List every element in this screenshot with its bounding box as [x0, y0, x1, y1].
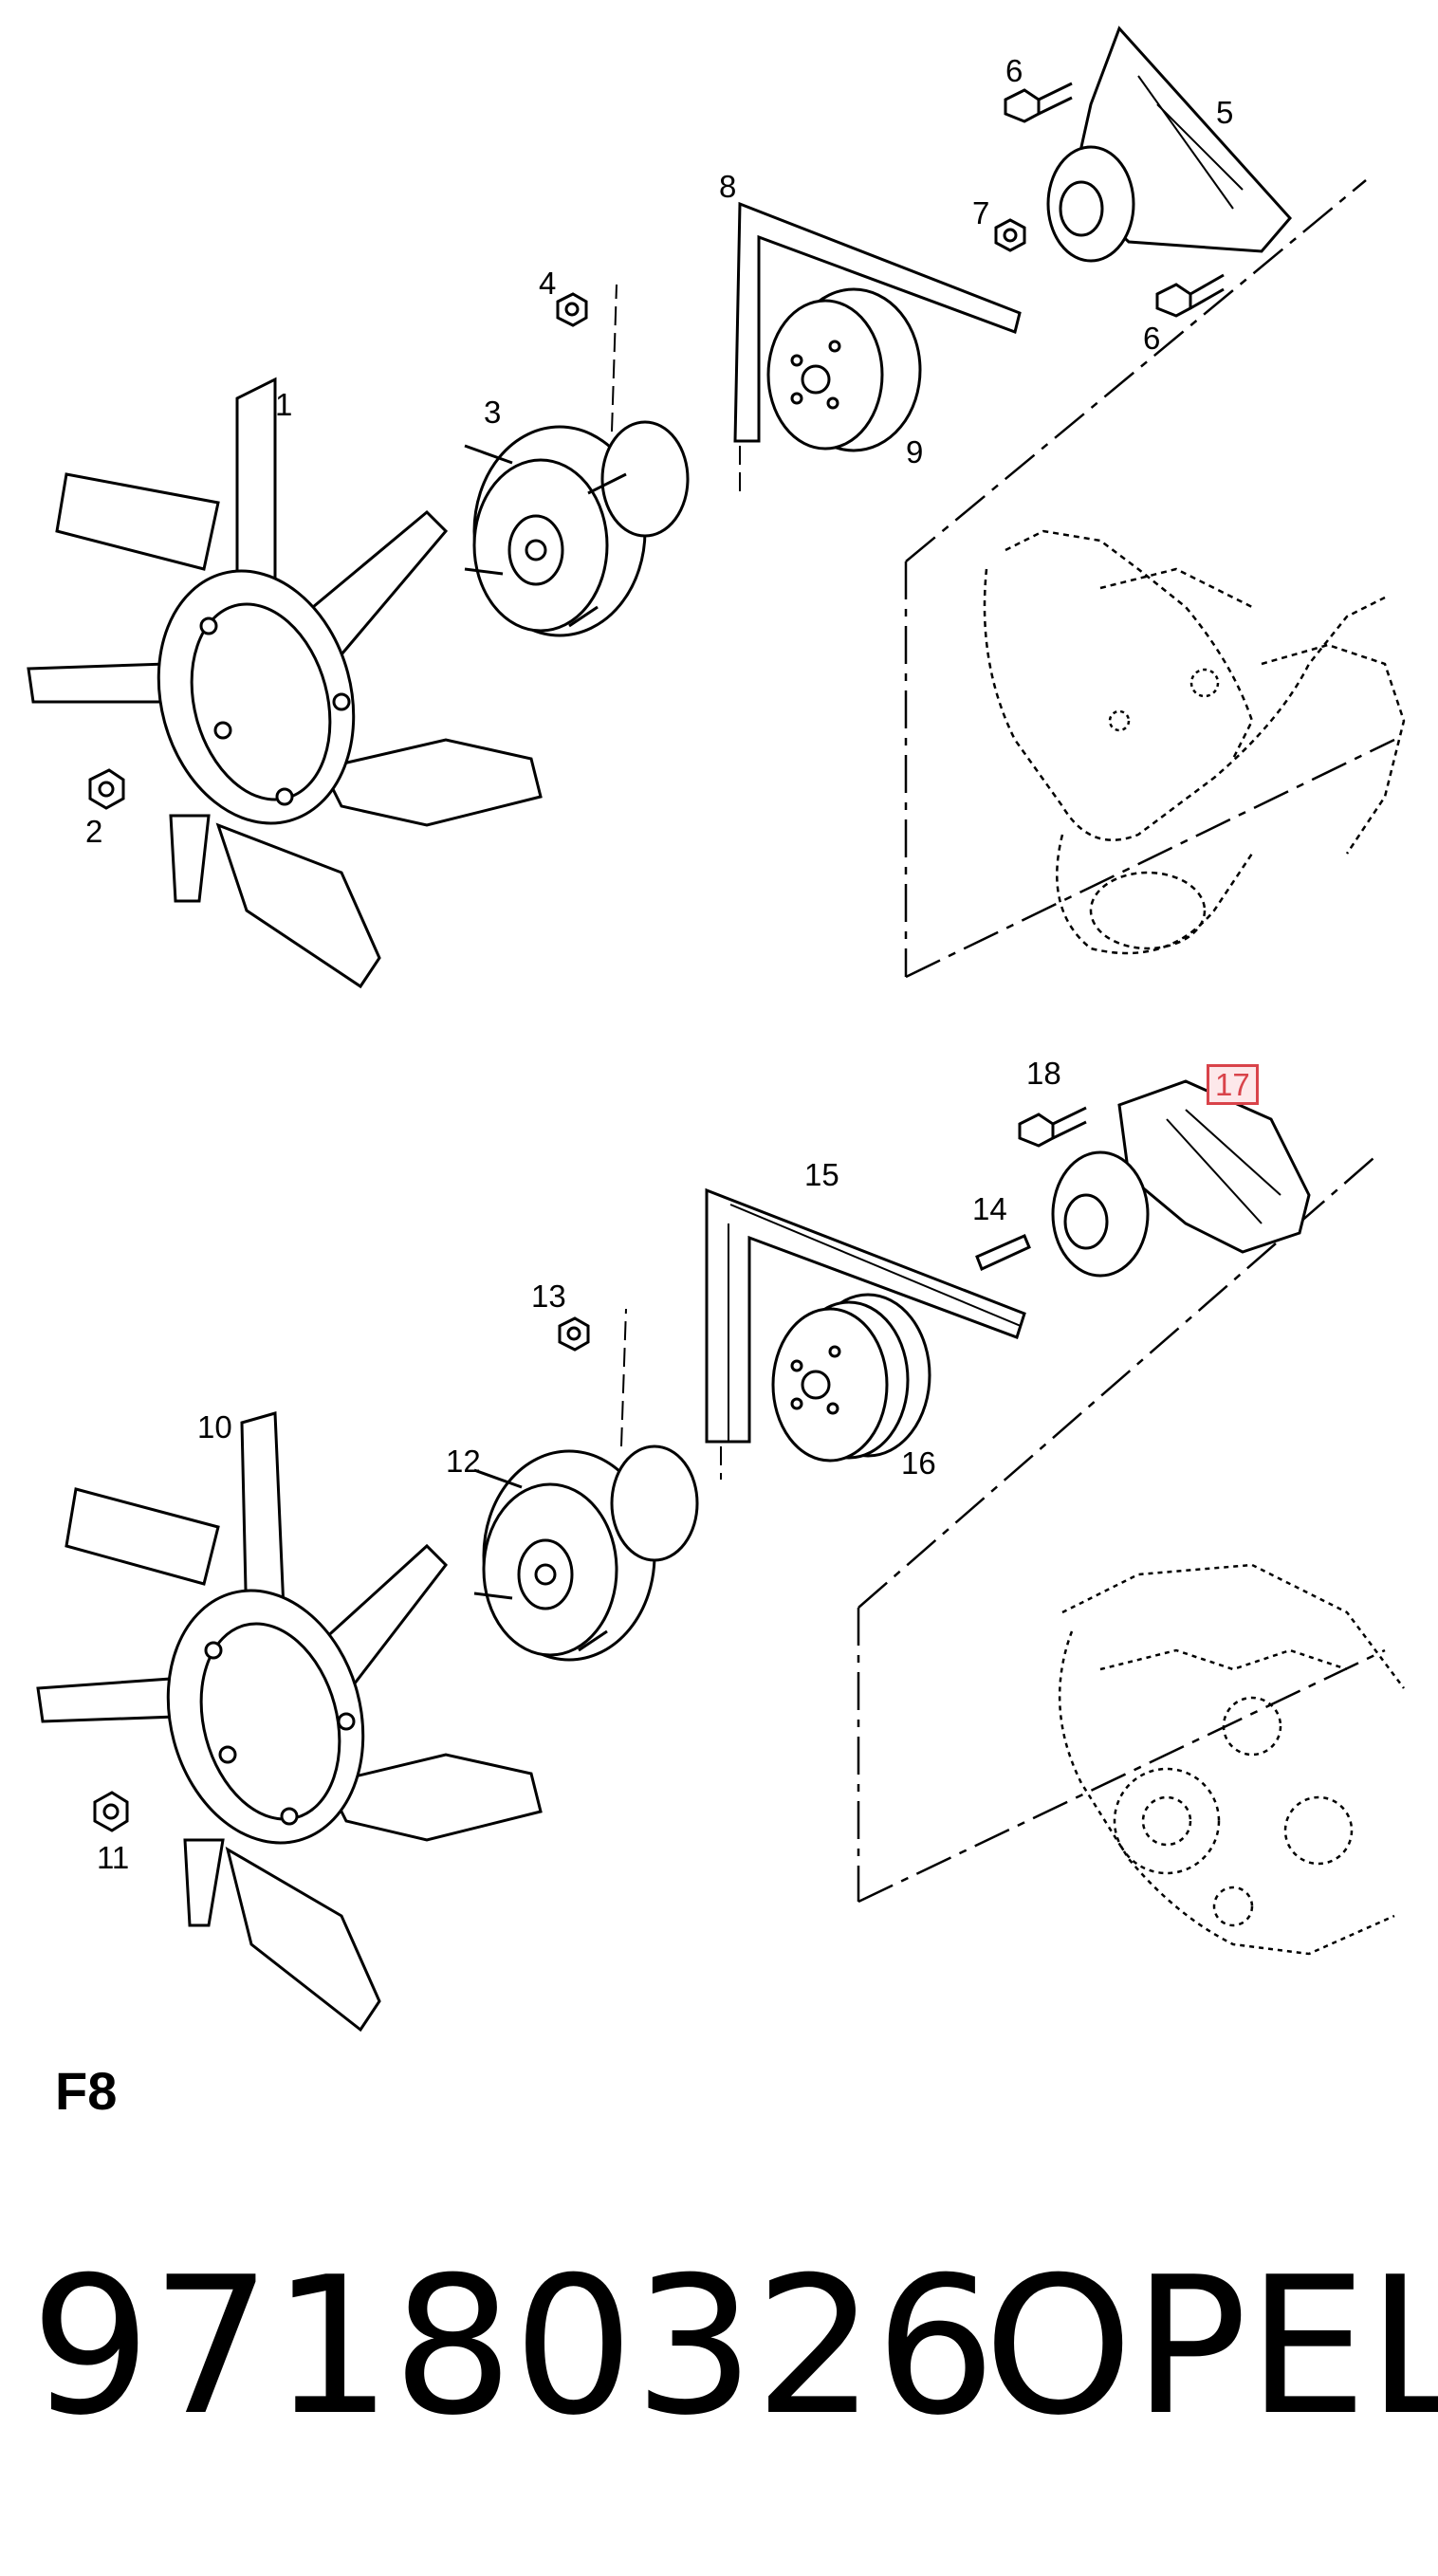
callout-2: 2 — [85, 814, 103, 849]
callout-7: 7 — [972, 195, 990, 230]
callout-10: 10 — [197, 1409, 232, 1444]
callout-9: 9 — [906, 434, 924, 469]
nut-2 — [88, 768, 125, 810]
bolt-6-lower — [1155, 273, 1225, 318]
nut-13 — [558, 1316, 590, 1352]
fan-clutch-3 — [464, 284, 690, 637]
callout-1: 1 — [275, 387, 293, 422]
bracket-5 — [1046, 26, 1292, 263]
nut-4 — [556, 292, 588, 327]
callout-8: 8 — [719, 169, 737, 204]
callout-18: 18 — [1026, 1056, 1061, 1091]
callout-6-lower: 6 — [1143, 321, 1161, 356]
pulley-9 — [766, 287, 922, 452]
engine-block-bottom — [857, 1151, 1405, 1956]
callout-5: 5 — [1216, 95, 1234, 130]
drive-belt-8 — [733, 201, 1022, 493]
fan-blade-assembly-1 — [27, 377, 543, 989]
stud-14 — [975, 1234, 1031, 1272]
fan-clutch-12 — [473, 1308, 699, 1662]
callout-12: 12 — [446, 1444, 481, 1479]
water-pump-17 — [1051, 1079, 1311, 1278]
callout-16: 16 — [901, 1445, 936, 1481]
engine-block-top — [904, 179, 1406, 979]
callout-14: 14 — [972, 1191, 1007, 1226]
callout-4: 4 — [539, 266, 557, 301]
callout-17-highlighted: 17 — [1207, 1064, 1259, 1105]
bolt-18 — [1018, 1106, 1087, 1148]
nut-11 — [93, 1791, 129, 1832]
part-number: 97180326 — [30, 2236, 996, 2457]
nut-7 — [994, 218, 1026, 252]
drive-belt-15 — [705, 1187, 1026, 1480]
callout-11: 11 — [97, 1840, 130, 1875]
pulley-16 — [771, 1293, 931, 1463]
callout-6-upper: 6 — [1005, 53, 1023, 88]
callout-3: 3 — [484, 395, 502, 430]
figure-code: F8 — [55, 2061, 118, 2121]
brand-name: OPEL — [984, 2236, 1438, 2457]
callout-13: 13 — [531, 1279, 566, 1314]
part-info-line: 97180326 OPEL — [30, 2236, 1438, 2461]
bolt-6-upper — [1004, 82, 1073, 123]
fan-blade-assembly-10 — [36, 1411, 543, 2033]
callout-15: 15 — [804, 1157, 839, 1192]
